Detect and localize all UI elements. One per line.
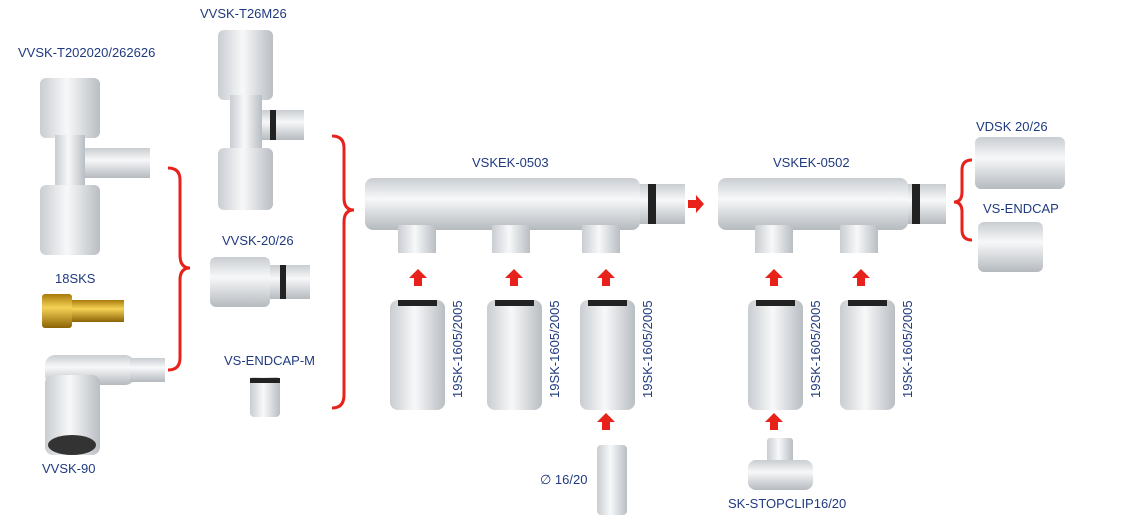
label-manifold-0503: VSKEK-0503 <box>472 155 549 170</box>
label-brass: 18SKS <box>55 271 96 286</box>
manifold-0502 <box>718 178 946 253</box>
connector-part <box>840 300 895 410</box>
adapter-fitting <box>210 257 310 307</box>
arrow-up-icon <box>409 269 427 286</box>
label-tee-top: VVSK-T26M26 <box>200 6 287 21</box>
label-adapter: VVSK-20/26 <box>222 233 294 248</box>
label-vdsk: VDSK 20/26 <box>976 119 1048 134</box>
label-manifold-0502: VSKEK-0502 <box>773 155 850 170</box>
label-stopclip: SK-STOPCLIP16/20 <box>728 496 847 511</box>
label-connector: 19SK-1605/2005 <box>900 300 915 398</box>
brace-icon <box>331 134 355 410</box>
connector-part <box>487 300 542 410</box>
brace-icons <box>167 134 973 410</box>
tee-fitting-top <box>218 30 304 210</box>
label-connector: 19SK-1605/2005 <box>640 300 655 398</box>
label-connector: 19SK-1605/2005 <box>547 300 562 398</box>
connector-part <box>580 300 635 410</box>
elbow-fitting <box>45 355 165 455</box>
connector-part <box>748 300 803 410</box>
endcap-fitting <box>978 222 1043 272</box>
tee-fitting-left <box>40 78 150 255</box>
label-connector: 19SK-1605/2005 <box>808 300 823 398</box>
connectors <box>390 300 895 410</box>
brace-icon <box>953 158 973 242</box>
label-tee-left: VVSK-T202020/262626 <box>18 45 156 60</box>
label-endcap: VS-ENDCAP <box>983 201 1059 216</box>
arrow-up-icon <box>597 413 615 430</box>
arrow-up-icon <box>765 413 783 430</box>
label-pipe: ∅ 16/20 <box>540 472 588 487</box>
connector-part <box>390 300 445 410</box>
brace-icon <box>167 166 191 372</box>
endcap-m-fitting <box>250 377 280 417</box>
arrow-up-icon <box>597 269 615 286</box>
arrow-icons <box>409 195 870 430</box>
stopclip-part <box>748 438 813 490</box>
brass-fitting <box>42 294 124 328</box>
arrow-up-icon <box>765 269 783 286</box>
arrow-up-icon <box>852 269 870 286</box>
arrow-up-icon <box>505 269 523 286</box>
label-connector: 19SK-1605/2005 <box>450 300 465 398</box>
label-elbow: VVSK-90 <box>42 461 96 476</box>
arrow-right-icon <box>688 195 704 213</box>
manifold-0503 <box>365 178 685 253</box>
vdsk-fitting <box>975 137 1065 189</box>
pipe <box>597 445 627 515</box>
label-endcap-m: VS-ENDCAP-M <box>224 353 316 368</box>
